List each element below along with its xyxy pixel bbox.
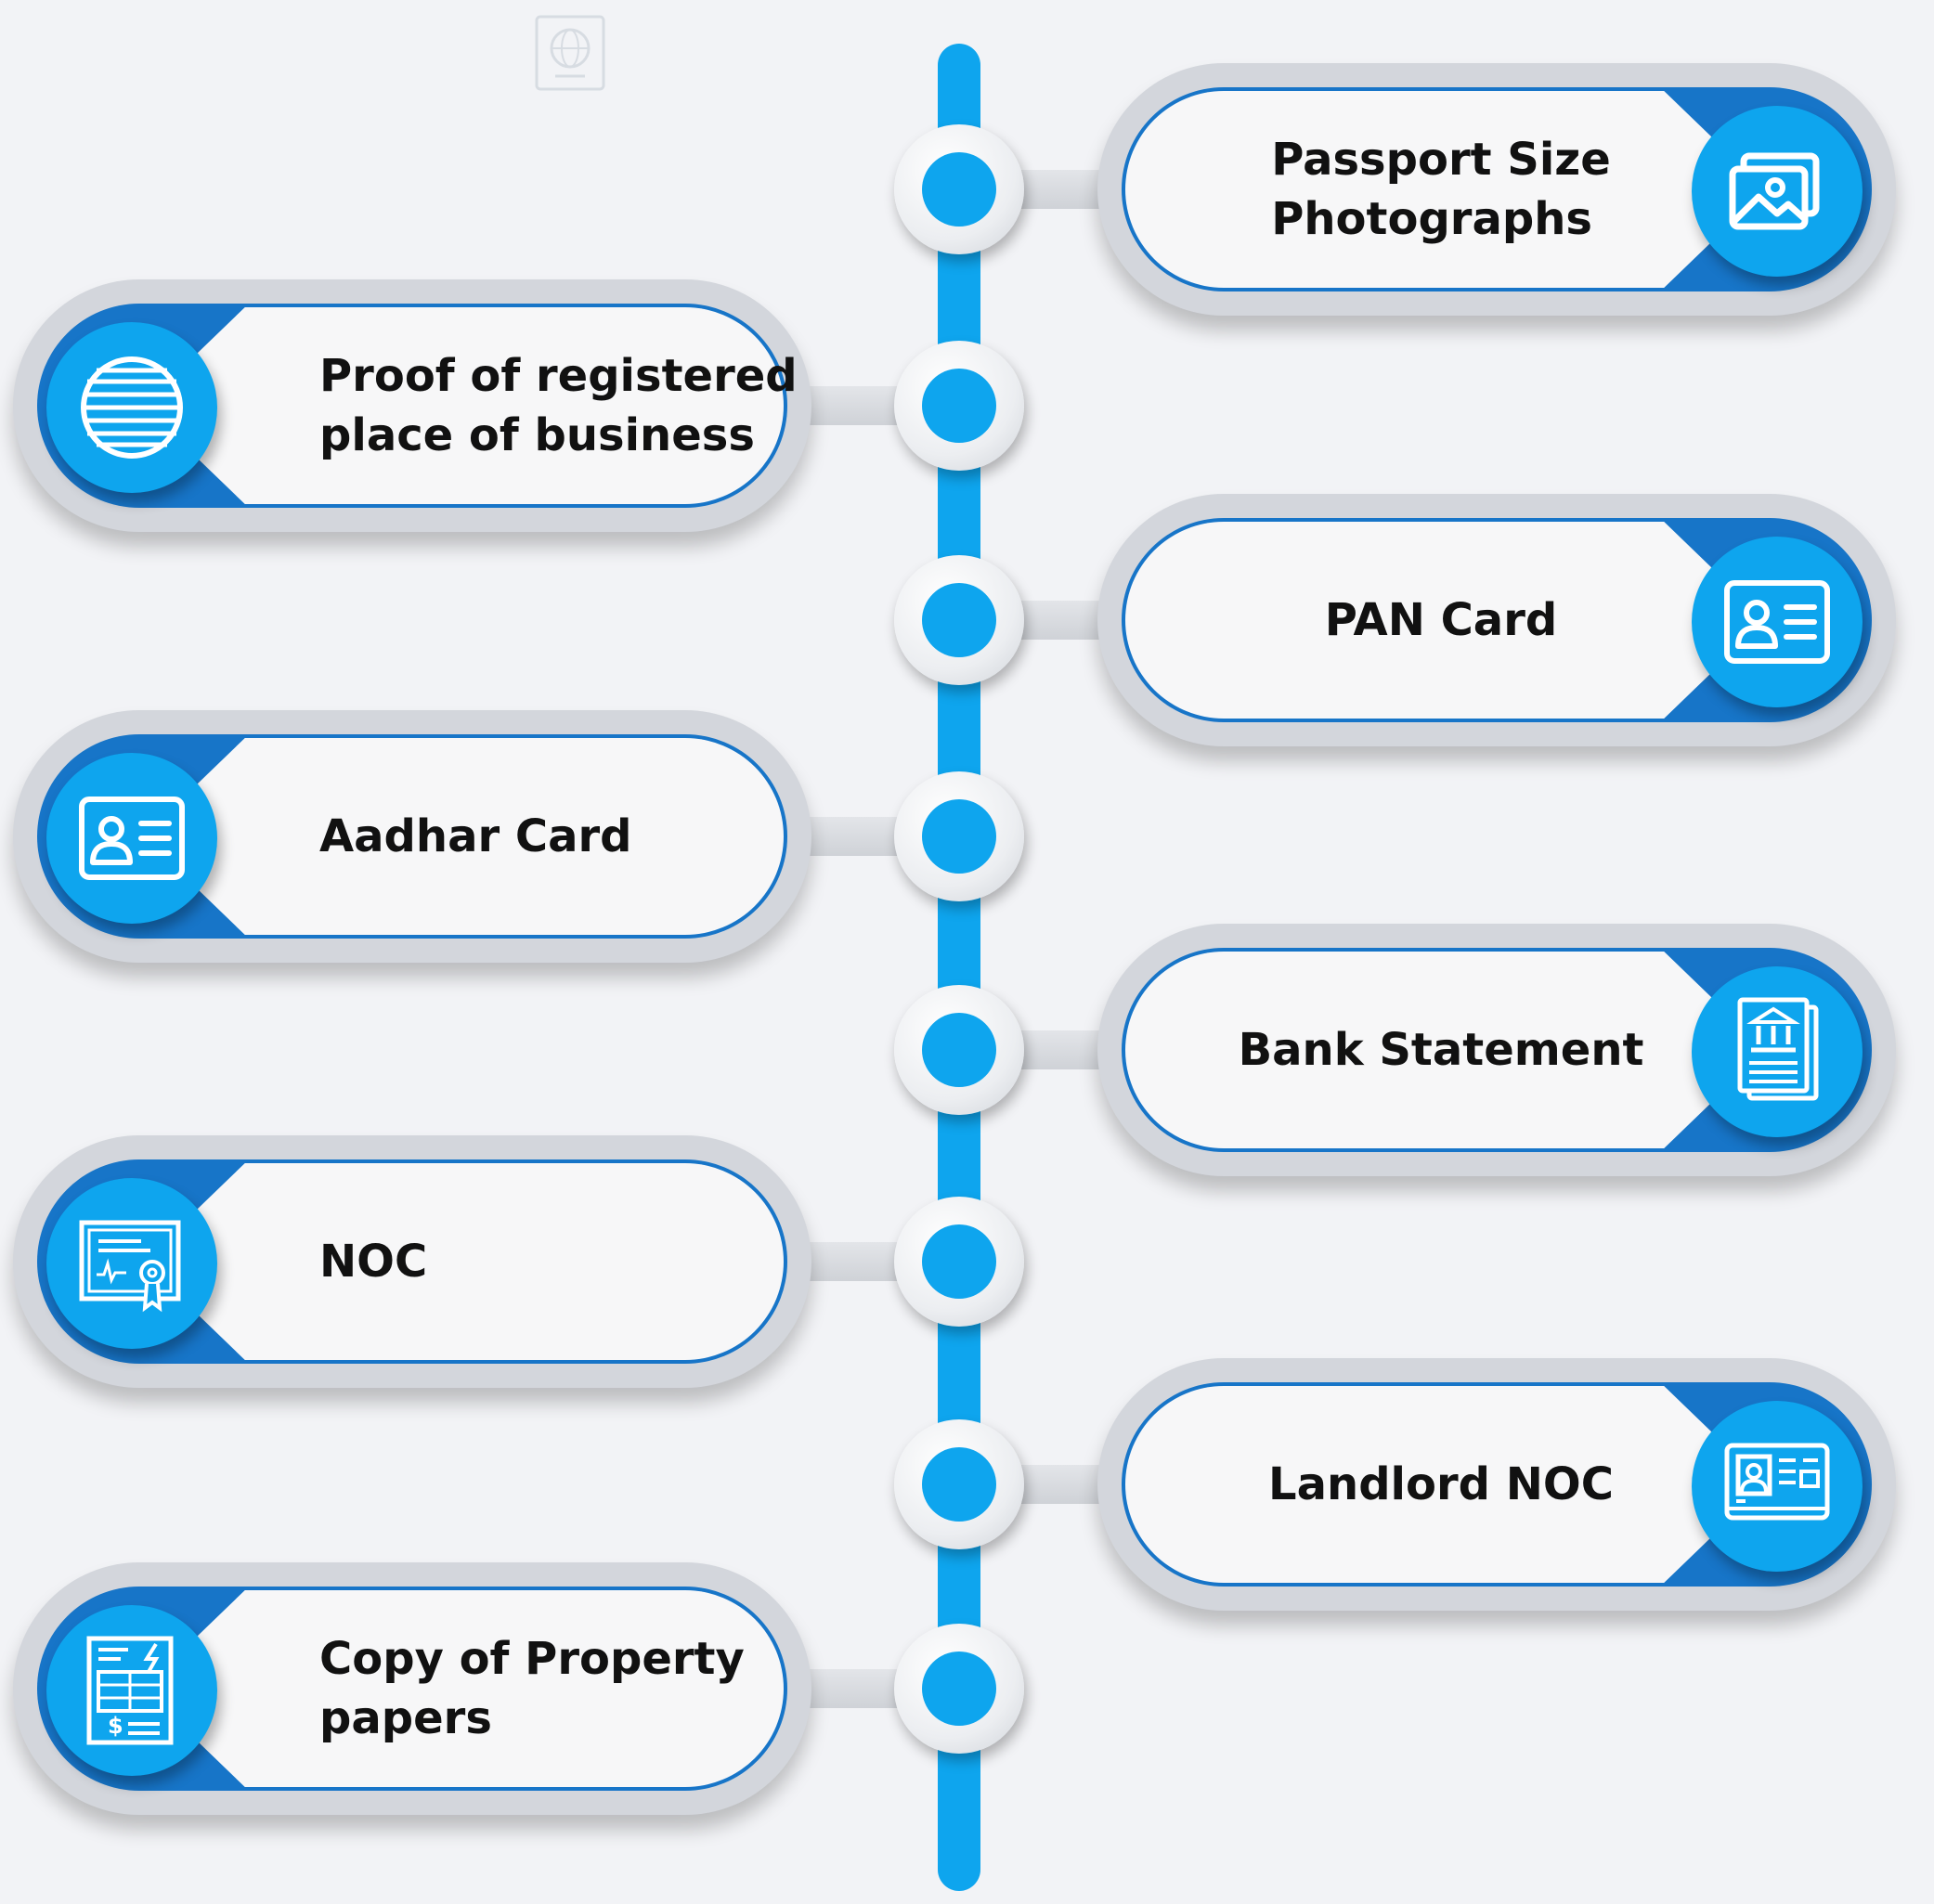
timeline-node-bank-statement bbox=[894, 985, 1024, 1115]
document-label-text: NOC bbox=[319, 1236, 428, 1288]
bank-document-icon bbox=[1692, 966, 1863, 1137]
document-label: PAN Card bbox=[1200, 522, 1682, 719]
document-label-text: PAN Card bbox=[1324, 594, 1558, 646]
card-label-panel bbox=[1125, 522, 1664, 719]
timeline-node-aadhar-card bbox=[894, 771, 1024, 901]
card-label-panel bbox=[245, 1590, 784, 1787]
card-label-panel bbox=[245, 307, 784, 504]
card-label-panel bbox=[1125, 1386, 1664, 1583]
timeline-spine bbox=[938, 44, 980, 1891]
bank-document-icon-glyph bbox=[1737, 997, 1819, 1101]
id-card-icon-glyph bbox=[1724, 580, 1830, 664]
id-card-icon bbox=[1692, 537, 1863, 707]
document-label-text: Copy of Property papers bbox=[319, 1633, 745, 1744]
card-label-panel bbox=[1125, 91, 1664, 288]
timeline-node-copy-of-property-papers bbox=[894, 1624, 1024, 1754]
document-label: Copy of Property papers bbox=[319, 1590, 802, 1787]
svg-text:$: $ bbox=[108, 1713, 123, 1739]
document-card-bank-statement: Bank Statement bbox=[1097, 924, 1896, 1176]
document-label: Passport Size Photographs bbox=[1200, 91, 1682, 288]
document-card-copy-of-property-papers: Copy of Property papers $ bbox=[13, 1562, 811, 1815]
globe-icon-glyph bbox=[81, 356, 183, 459]
document-label-text: Passport Size Photographs bbox=[1271, 134, 1611, 245]
document-card-noc: NOC bbox=[13, 1135, 811, 1388]
timeline-node-pan-card bbox=[894, 555, 1024, 685]
timeline-node-noc bbox=[894, 1197, 1024, 1327]
bill-document-icon: $ bbox=[46, 1605, 217, 1776]
certificate-icon bbox=[46, 1178, 217, 1349]
document-card-passport-size-photographs: Passport Size Photographs bbox=[1097, 63, 1896, 316]
card-label-panel bbox=[1125, 952, 1664, 1148]
certificate-icon-glyph bbox=[79, 1220, 181, 1313]
timeline-node-proof-of-registered-place-of-business bbox=[894, 341, 1024, 471]
globe-icon bbox=[46, 322, 217, 493]
id-badge-icon-glyph bbox=[1724, 1443, 1830, 1521]
card-label-panel bbox=[245, 1163, 784, 1360]
document-label: NOC bbox=[319, 1163, 802, 1360]
photos-icon bbox=[1692, 106, 1863, 277]
document-label-text: Proof of registered place of business bbox=[319, 350, 798, 461]
document-label: Aadhar Card bbox=[319, 738, 802, 935]
document-label: Proof of registered place of business bbox=[319, 307, 802, 504]
passport-icon bbox=[535, 15, 605, 91]
document-card-aadhar-card: Aadhar Card bbox=[13, 710, 811, 963]
photos-icon-glyph bbox=[1729, 152, 1820, 230]
timeline-node-passport-size-photographs bbox=[894, 124, 1024, 254]
id-card-icon-glyph bbox=[79, 797, 185, 880]
id-badge-icon bbox=[1692, 1401, 1863, 1572]
document-card-pan-card: PAN Card bbox=[1097, 494, 1896, 746]
timeline-node-landlord-noc bbox=[894, 1419, 1024, 1549]
bill-document-icon-glyph: $ bbox=[86, 1636, 174, 1745]
document-card-landlord-noc: Landlord NOC bbox=[1097, 1358, 1896, 1611]
id-card-icon bbox=[46, 753, 217, 924]
document-label-text: Landlord NOC bbox=[1268, 1458, 1614, 1510]
card-label-panel bbox=[245, 738, 784, 935]
document-label: Bank Statement bbox=[1200, 952, 1682, 1148]
document-card-proof-of-registered-place-of-business: Proof of registered place of business bbox=[13, 279, 811, 532]
document-label: Landlord NOC bbox=[1200, 1386, 1682, 1583]
document-label-text: Aadhar Card bbox=[319, 810, 632, 862]
document-label-text: Bank Statement bbox=[1238, 1024, 1644, 1076]
